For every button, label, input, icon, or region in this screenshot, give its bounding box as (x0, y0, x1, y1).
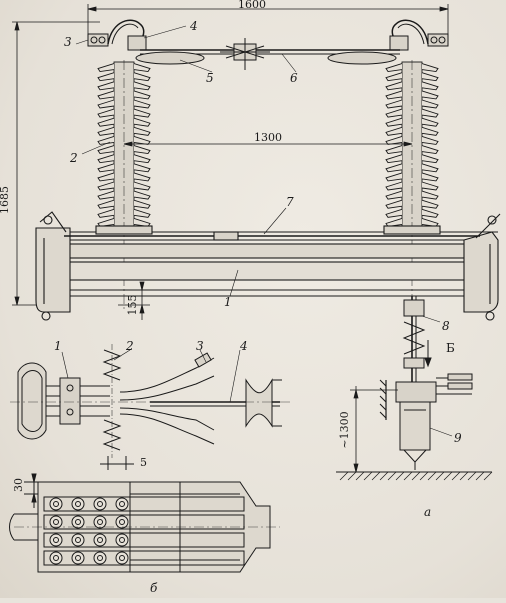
callout-leaders (75, 25, 453, 437)
top-contact-assembly (87, 19, 449, 70)
base-frame (35, 211, 501, 321)
arrow-b-label: Б (446, 341, 455, 355)
callout-5: 5 (206, 71, 214, 85)
dim-155 (118, 281, 150, 320)
callout-2: 2 (69, 151, 78, 165)
detail-terminal-plan (9, 473, 280, 573)
detail-callout-3: 3 (196, 339, 204, 353)
dim-1600-label: 1600 (238, 0, 266, 11)
callout-6: 6 (290, 71, 298, 85)
view-label-a: a (424, 505, 431, 519)
dim-1300 (123, 141, 413, 147)
dim-1685-label: 1685 (0, 186, 11, 214)
view-label-b: б (150, 581, 158, 595)
callout-8: 8 (442, 319, 450, 333)
detail-callout-2: 2 (125, 339, 134, 353)
dim-1300-label: 1300 (254, 131, 282, 144)
detail-callout-4: 4 (239, 339, 248, 353)
detail-contact (10, 344, 290, 470)
callout-9: 9 (454, 431, 462, 445)
ground (336, 471, 493, 481)
centerlines (123, 60, 413, 310)
dim-1600 (87, 4, 449, 40)
detail-dim-5: 5 (140, 456, 147, 469)
dim-1300-ground-label: ~1300 (338, 411, 351, 448)
callout-1: 1 (224, 295, 232, 309)
callout-4: 4 (189, 19, 198, 33)
detail-dim-30: 30 (12, 478, 25, 492)
detail-callout-1: 1 (54, 339, 62, 353)
arrow-b (424, 340, 432, 368)
drive-shaft (379, 296, 473, 470)
detail-leaders (61, 349, 241, 403)
dim-155-label: 155 (126, 295, 139, 316)
dim-1300-ground (350, 386, 398, 473)
callout-3: 3 (64, 35, 72, 49)
callout-7: 7 (286, 195, 294, 209)
